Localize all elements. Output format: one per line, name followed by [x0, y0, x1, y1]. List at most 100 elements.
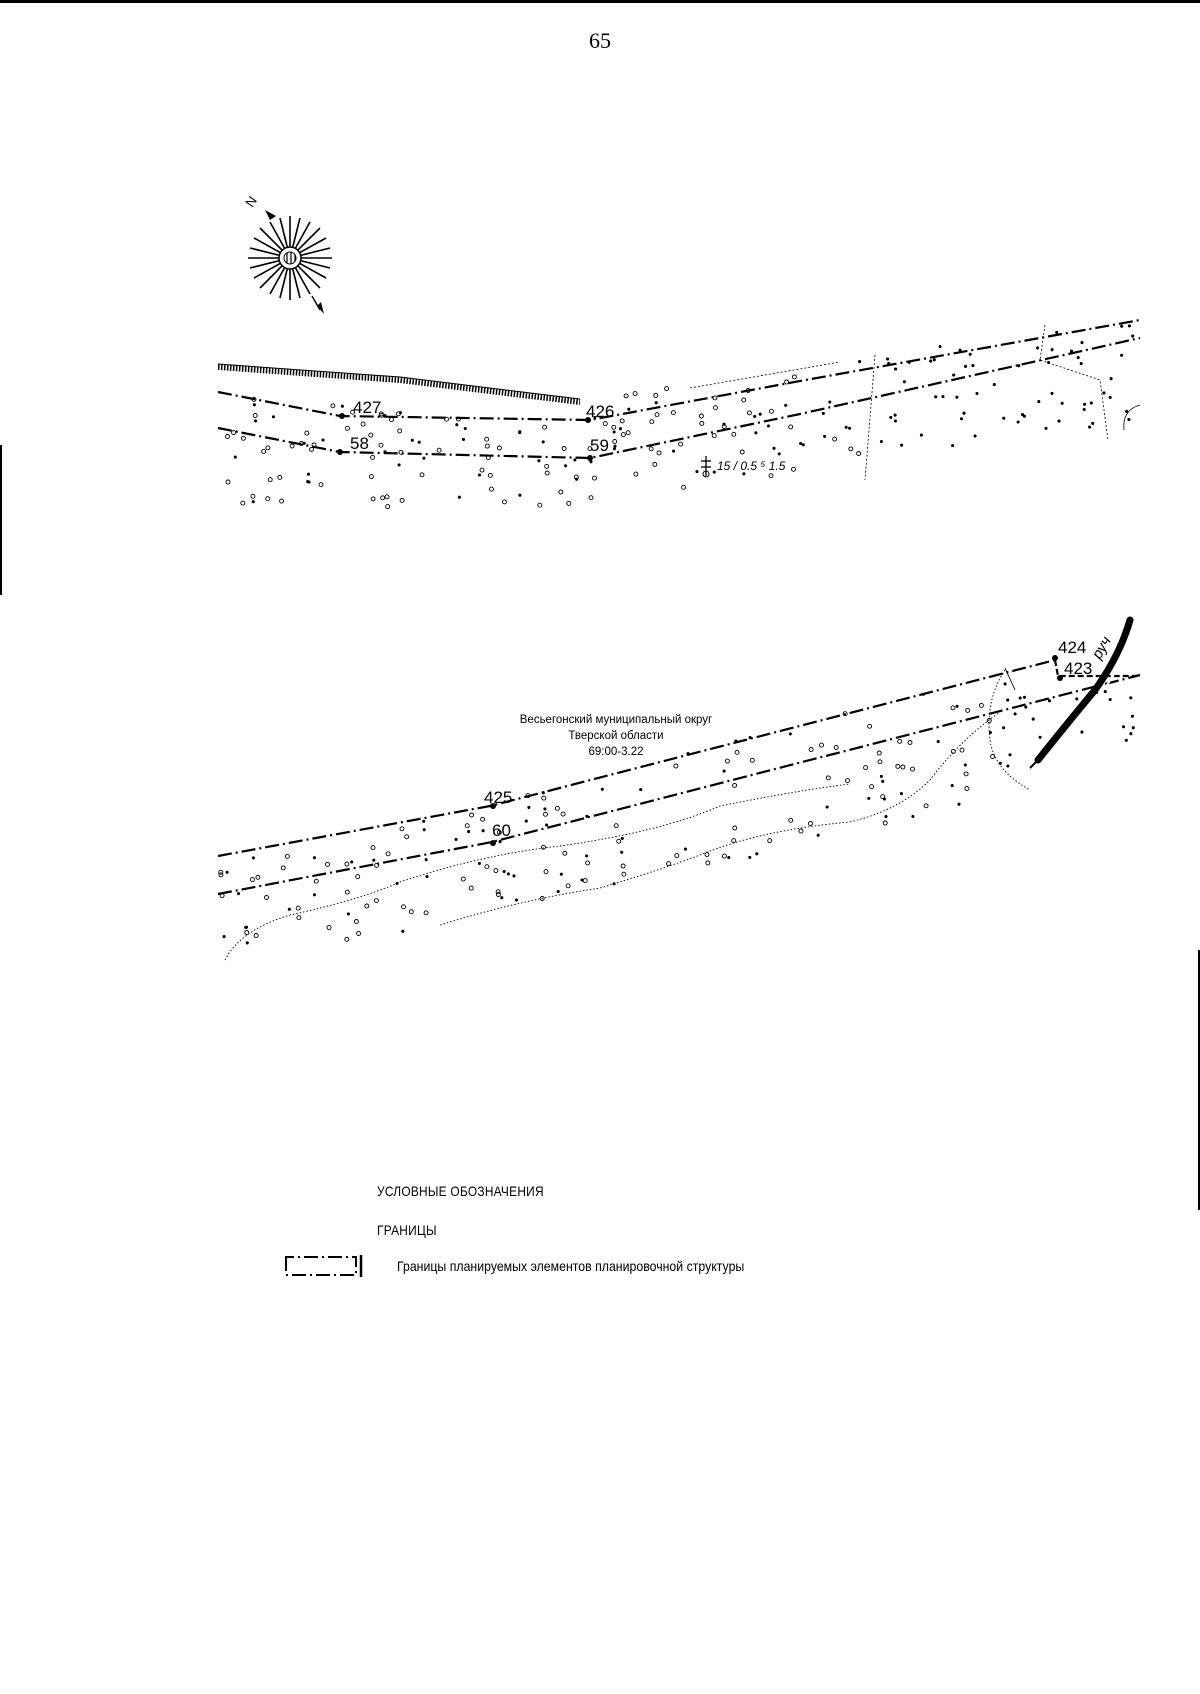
terrain-mark — [566, 500, 572, 506]
terrain-mark — [877, 759, 883, 765]
terrain-mark — [731, 431, 737, 437]
terrain-mark — [401, 904, 406, 910]
terrain-mark — [378, 442, 384, 448]
terrain-mark — [727, 855, 731, 860]
terrain-mark — [959, 417, 964, 421]
terrain-mark — [821, 411, 825, 415]
terrain-mark — [539, 896, 545, 901]
terrain-mark — [1131, 726, 1135, 730]
terrain-mark — [1129, 696, 1133, 700]
legend-item-planning-boundary: Границы планируемых элементов планировоч… — [283, 1253, 792, 1279]
terrain-mark — [325, 861, 330, 867]
terrain-mark — [880, 794, 886, 800]
terrain-mark — [842, 711, 848, 717]
compass-rose-icon: N — [242, 193, 332, 314]
terrain-mark — [721, 424, 727, 430]
scan-edge-mark-left — [0, 445, 2, 595]
terrain-mark — [893, 413, 897, 417]
terrain-mark — [745, 388, 751, 393]
terrain-mark — [370, 845, 376, 851]
terrain-mark — [882, 797, 886, 801]
terrain-mark — [704, 852, 710, 857]
terrain-mark — [289, 443, 295, 449]
terrain-mark — [734, 739, 738, 743]
terrain-mark — [544, 470, 550, 476]
terrain-mark — [251, 856, 255, 860]
terrain-mark — [777, 452, 781, 456]
terrain-mark — [378, 411, 384, 417]
terrain-mark — [950, 705, 956, 711]
terrain-mark — [755, 852, 759, 856]
terrain-mark — [463, 426, 467, 431]
terrain-mark — [460, 876, 466, 882]
terrain-mark — [485, 455, 491, 460]
terrain-mark — [749, 757, 755, 763]
terrain-mark — [620, 863, 626, 869]
terrain-mark — [480, 816, 486, 822]
terrain-mark — [670, 410, 676, 416]
terrain-mark — [612, 430, 616, 434]
terrain-mark — [350, 409, 356, 415]
terrain-mark — [585, 854, 589, 858]
terrain-mark — [900, 443, 904, 447]
scan-edge-mark-right — [1198, 950, 1200, 1210]
terrain-mark — [564, 464, 568, 468]
terrain-mark — [639, 788, 643, 792]
terrain-mark — [240, 435, 246, 441]
terrain-mark — [374, 862, 380, 868]
terrain-mark — [894, 367, 898, 371]
terrain-mark — [455, 423, 459, 427]
terrain-mark — [958, 348, 962, 352]
terrain-mark — [613, 823, 619, 829]
terrain-mark — [1060, 401, 1064, 405]
terrain-mark — [620, 836, 624, 840]
terrain-mark — [1080, 341, 1084, 345]
terrain-mark — [1079, 361, 1083, 366]
terrain-mark — [543, 869, 549, 875]
terrain-mark — [858, 360, 862, 364]
terrain-mark — [766, 424, 771, 428]
terrain-mark — [788, 424, 794, 430]
terrain-mark — [261, 448, 267, 454]
terrain-mark — [399, 826, 405, 832]
terrain-mark — [225, 479, 231, 485]
terrain-mark — [277, 474, 283, 480]
terrain-mark — [264, 895, 269, 900]
terrain-mark — [592, 475, 597, 481]
terrain-mark — [271, 415, 276, 419]
terrain-mark — [1047, 360, 1051, 365]
terrain-mark — [1047, 699, 1052, 703]
terrain-mark — [344, 889, 350, 895]
terrain-mark — [479, 467, 485, 473]
terrain-mark — [768, 473, 774, 479]
terrain-mark — [654, 401, 658, 405]
legend-title: УСЛОВНЫЕ ОБОЗНАЧЕНИЯ — [377, 1183, 544, 1199]
terrain-mark — [895, 763, 901, 769]
terrain-mark — [986, 718, 992, 723]
terrain-mark — [712, 470, 716, 474]
terrain-mark — [251, 500, 255, 504]
terrain-mark — [542, 424, 548, 430]
terrain-mark — [1091, 421, 1095, 425]
terrain-mark — [936, 739, 940, 744]
terrain-mark — [649, 419, 655, 425]
terrain-mark — [587, 446, 593, 452]
point-label-427: 427 — [353, 398, 381, 417]
terrain-mark — [1120, 353, 1124, 357]
municipality-name: Весьегонский муниципальный округ — [520, 714, 713, 726]
terrain-mark — [385, 504, 391, 510]
terrain-mark — [233, 455, 237, 459]
legend-item-label: Границы планируемых элементов планировоч… — [397, 1258, 745, 1274]
terrain-mark — [408, 909, 414, 915]
terrain-mark — [971, 363, 975, 368]
terrain-mark — [899, 792, 903, 796]
terrain-mark — [907, 360, 911, 364]
terrain-mark — [712, 395, 718, 401]
terrain-mark — [252, 403, 256, 407]
terrain-mark — [699, 420, 705, 426]
terrain-mark — [816, 833, 820, 837]
terrain-symbols — [218, 324, 1135, 945]
terrain-mark — [222, 935, 226, 939]
terrain-mark — [1017, 364, 1021, 368]
terrain-mark — [823, 434, 827, 438]
